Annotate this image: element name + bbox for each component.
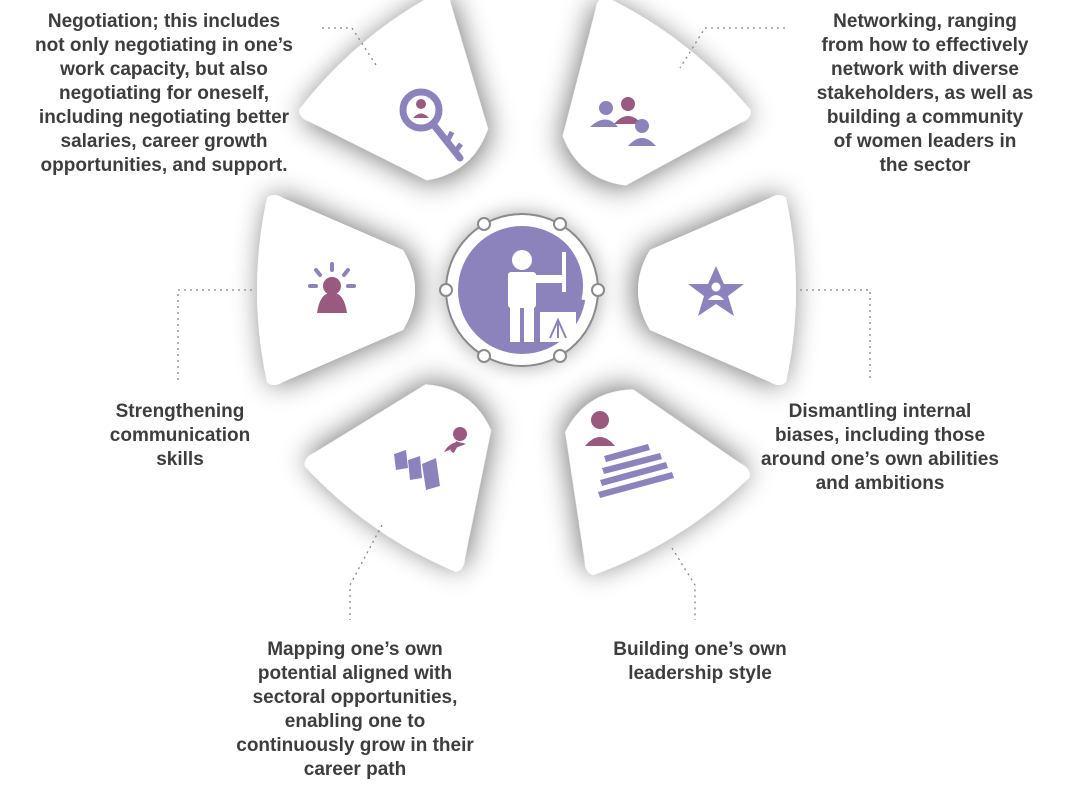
center-hub	[439, 213, 605, 367]
label-line: skills	[156, 449, 204, 470]
petal-negotiation	[299, 0, 488, 181]
label-communication: Strengthening communication skills	[60, 400, 300, 472]
label-negotiation: Negotiation; this includes not only nego…	[8, 10, 320, 178]
label-leadership: Building one’s own leadership style	[575, 638, 825, 686]
person-on-bar-chart-icon	[394, 427, 467, 490]
key-with-person-icon	[399, 88, 464, 162]
label-biases: Dismantling internal biases, including t…	[740, 400, 1020, 496]
label-line: work capacity, but also	[60, 59, 268, 80]
label-line: of women leaders in	[833, 131, 1017, 152]
label-line: network with diverse	[831, 59, 1019, 80]
label-line: Negotiation; this includes	[47, 11, 281, 32]
label-line: Mapping one’s own	[267, 639, 443, 660]
group-of-people-icon	[590, 97, 656, 146]
person-on-steps-icon	[585, 411, 674, 498]
star-with-person-icon	[688, 266, 744, 316]
label-line: career path	[303, 759, 407, 780]
presenter-at-easel-icon	[508, 250, 576, 342]
leader-line-networking	[679, 27, 785, 69]
leader-line-communication	[177, 289, 252, 380]
label-line: Strengthening	[115, 401, 245, 422]
label-line: communication	[109, 425, 251, 446]
label-line: the sector	[879, 155, 971, 176]
label-line: negotiating for oneself,	[58, 83, 270, 104]
person-with-idea-rays-icon	[308, 262, 356, 313]
label-mapping: Mapping one’s own potential aligned with…	[200, 638, 510, 782]
label-line: Dismantling internal	[788, 401, 972, 422]
label-line: potential aligned with	[257, 663, 453, 684]
label-line: leadership style	[628, 663, 772, 684]
leader-line-negotiation	[322, 27, 379, 69]
label-line: salaries, career growth	[60, 131, 268, 152]
leader-line-leadership	[671, 547, 696, 620]
petal-mapping	[304, 384, 492, 572]
label-line: and ambitions	[815, 473, 945, 494]
leader-line-biases	[800, 289, 871, 380]
label-line: enabling one to	[284, 711, 426, 732]
label-line: opportunities, and support.	[40, 155, 288, 176]
petal-leadership	[565, 389, 750, 575]
label-line: biases, including those	[774, 425, 986, 446]
label-line: around one’s own abilities	[761, 449, 999, 470]
petal-networking	[562, 0, 751, 186]
label-line: Networking, ranging	[833, 11, 1017, 32]
label-line: sectoral opportunities,	[252, 687, 458, 708]
label-line: not only negotiating in one’s	[35, 35, 293, 56]
label-line: Building one’s own	[613, 639, 787, 660]
hub-connector-dots	[439, 217, 605, 363]
label-line: building a community	[826, 107, 1024, 128]
label-line: stakeholders, as well as	[816, 83, 1034, 104]
leader-lines	[177, 27, 871, 620]
label-networking: Networking, ranging from how to effectiv…	[780, 10, 1070, 178]
label-line: continuously grow in their	[236, 735, 474, 756]
label-line: from how to effectively	[821, 35, 1029, 56]
label-line: including negotiating better	[38, 107, 290, 128]
leader-line-mapping	[349, 524, 383, 620]
